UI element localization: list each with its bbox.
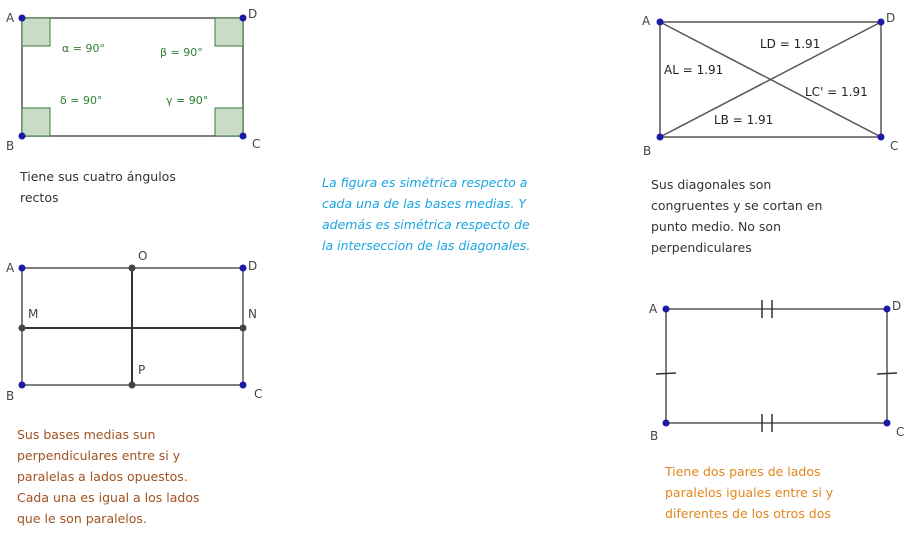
- figure-medians: A D B C O M N P: [6, 249, 262, 403]
- vertex-label-c: C: [252, 137, 260, 151]
- diagonal-bd: [659, 21, 882, 138]
- vertex-point-a: [662, 305, 670, 313]
- vertex-label-a: A: [6, 11, 15, 25]
- midpoint-p: [128, 381, 136, 389]
- vertex-point-a: [18, 14, 26, 22]
- vertex-label-c: C: [890, 139, 898, 153]
- rectangle-outline: [21, 17, 244, 137]
- vertex-label-b: B: [6, 139, 14, 153]
- right-angle-marker-a: [21, 17, 51, 47]
- vertex-label-d: D: [886, 11, 895, 25]
- vertex-point-b: [662, 419, 670, 427]
- vertex-point-c: [239, 381, 247, 389]
- right-angle-marker-d: [214, 17, 244, 47]
- caption-angles: Tiene sus cuatro ángulos rectos: [20, 169, 176, 205]
- figure-angles: A D B C α = 90° β = 90° δ = 90° γ = 90°: [6, 7, 260, 153]
- caption-symmetry: La figura es simétrica respecto a cada u…: [322, 175, 531, 253]
- vertex-point-c: [877, 133, 885, 141]
- measure-al: AL = 1.91: [664, 63, 723, 77]
- midpoint-m: [18, 324, 26, 332]
- rectangle-outline: [665, 308, 888, 424]
- figure-sides: A D B C: [649, 299, 904, 443]
- vertex-label-d: D: [248, 7, 257, 21]
- measure-lb: LB = 1.91: [714, 113, 773, 127]
- vertex-label-a: A: [649, 302, 658, 316]
- vertex-label-d: D: [892, 299, 901, 313]
- vertex-point-c: [239, 132, 247, 140]
- right-angle-marker-c: [214, 107, 244, 137]
- vertex-label-b: B: [643, 144, 651, 158]
- angle-label-delta: δ = 90°: [60, 94, 102, 107]
- measure-ld: LD = 1.91: [760, 37, 820, 51]
- point-label-m: M: [28, 307, 38, 321]
- angle-label-gamma: γ = 90°: [166, 94, 208, 107]
- measure-lc: LC' = 1.91: [805, 85, 868, 99]
- vertex-point-c: [883, 419, 891, 427]
- angle-label-beta: β = 90°: [160, 46, 203, 59]
- vertex-point-d: [239, 264, 247, 272]
- vertex-label-b: B: [6, 389, 14, 403]
- tick-mark-right: [876, 372, 898, 375]
- vertex-point-d: [239, 14, 247, 22]
- caption-medians: Sus bases medias sun perpendiculares ent…: [17, 427, 200, 526]
- tick-mark-left: [655, 372, 677, 375]
- right-angle-marker-b: [21, 107, 51, 137]
- vertex-label-c: C: [254, 387, 262, 401]
- vertex-point-b: [18, 132, 26, 140]
- vertex-label-c: C: [896, 425, 904, 439]
- vertex-label-a: A: [6, 261, 15, 275]
- vertex-label-a: A: [642, 14, 651, 28]
- vertex-point-b: [18, 381, 26, 389]
- figure-diagonals: A D B C LD = 1.91 AL = 1.91 LC' = 1.91 L…: [642, 11, 898, 158]
- caption-sides: Tiene dos pares de lados paralelos igual…: [665, 464, 834, 521]
- vertex-point-d: [883, 305, 891, 313]
- vertex-label-b: B: [650, 429, 658, 443]
- caption-diagonals: Sus diagonales son congruentes y se cort…: [651, 177, 823, 255]
- midpoint-n: [239, 324, 247, 332]
- vertex-point-a: [656, 18, 664, 26]
- rectangle-outline: [659, 21, 882, 138]
- vertex-point-d: [877, 18, 885, 26]
- vertex-label-d: D: [248, 259, 257, 273]
- midpoint-o: [128, 264, 136, 272]
- point-label-p: P: [138, 363, 145, 377]
- vertex-point-b: [656, 133, 664, 141]
- point-label-n: N: [248, 307, 257, 321]
- point-label-o: O: [138, 249, 147, 263]
- vertex-point-a: [18, 264, 26, 272]
- angle-label-alpha: α = 90°: [62, 42, 105, 55]
